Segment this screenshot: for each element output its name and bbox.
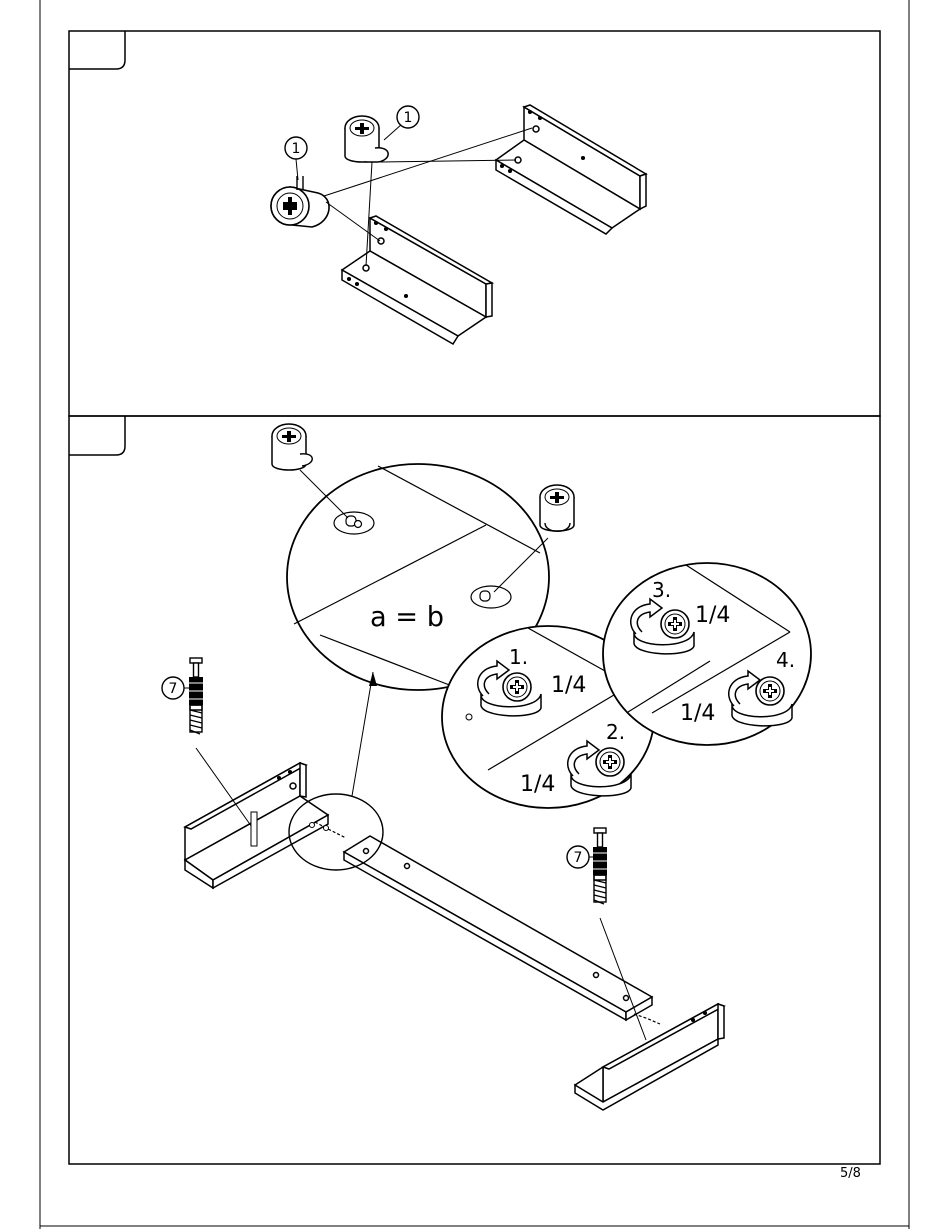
rotation-detail-3-4: 3. 1/4 4. 1/4 [603, 563, 811, 745]
svg-text:4.: 4. [776, 648, 795, 672]
svg-text:1/4: 1/4 [551, 673, 586, 698]
step-1-number-tab [69, 31, 125, 69]
page-number: 5/8 [840, 1166, 861, 1181]
svg-text:1: 1 [404, 110, 413, 126]
svg-text:1.: 1. [509, 645, 528, 669]
svg-text:1: 1 [292, 141, 301, 157]
svg-text:7: 7 [574, 850, 583, 866]
svg-text:3.: 3. [652, 578, 671, 602]
side-panel-right [496, 105, 646, 234]
callout-1b: 1 [397, 106, 419, 128]
svg-text:1/4: 1/4 [695, 603, 730, 628]
svg-text:1/4: 1/4 [520, 772, 555, 797]
cam-lock-icon [345, 116, 388, 162]
alignment-equation: a = b [370, 600, 444, 633]
side-panel-left [342, 216, 492, 344]
callout-7a: 7 [162, 677, 190, 699]
callout-7b: 7 [567, 846, 594, 868]
svg-text:7: 7 [169, 681, 178, 697]
step-1-panel [69, 31, 880, 416]
svg-text:2.: 2. [606, 720, 625, 744]
callout-1a: 1 [285, 137, 307, 180]
cam-lock-icon [271, 176, 329, 227]
step-2-number-tab [69, 416, 125, 455]
svg-text:1/4: 1/4 [680, 701, 715, 726]
